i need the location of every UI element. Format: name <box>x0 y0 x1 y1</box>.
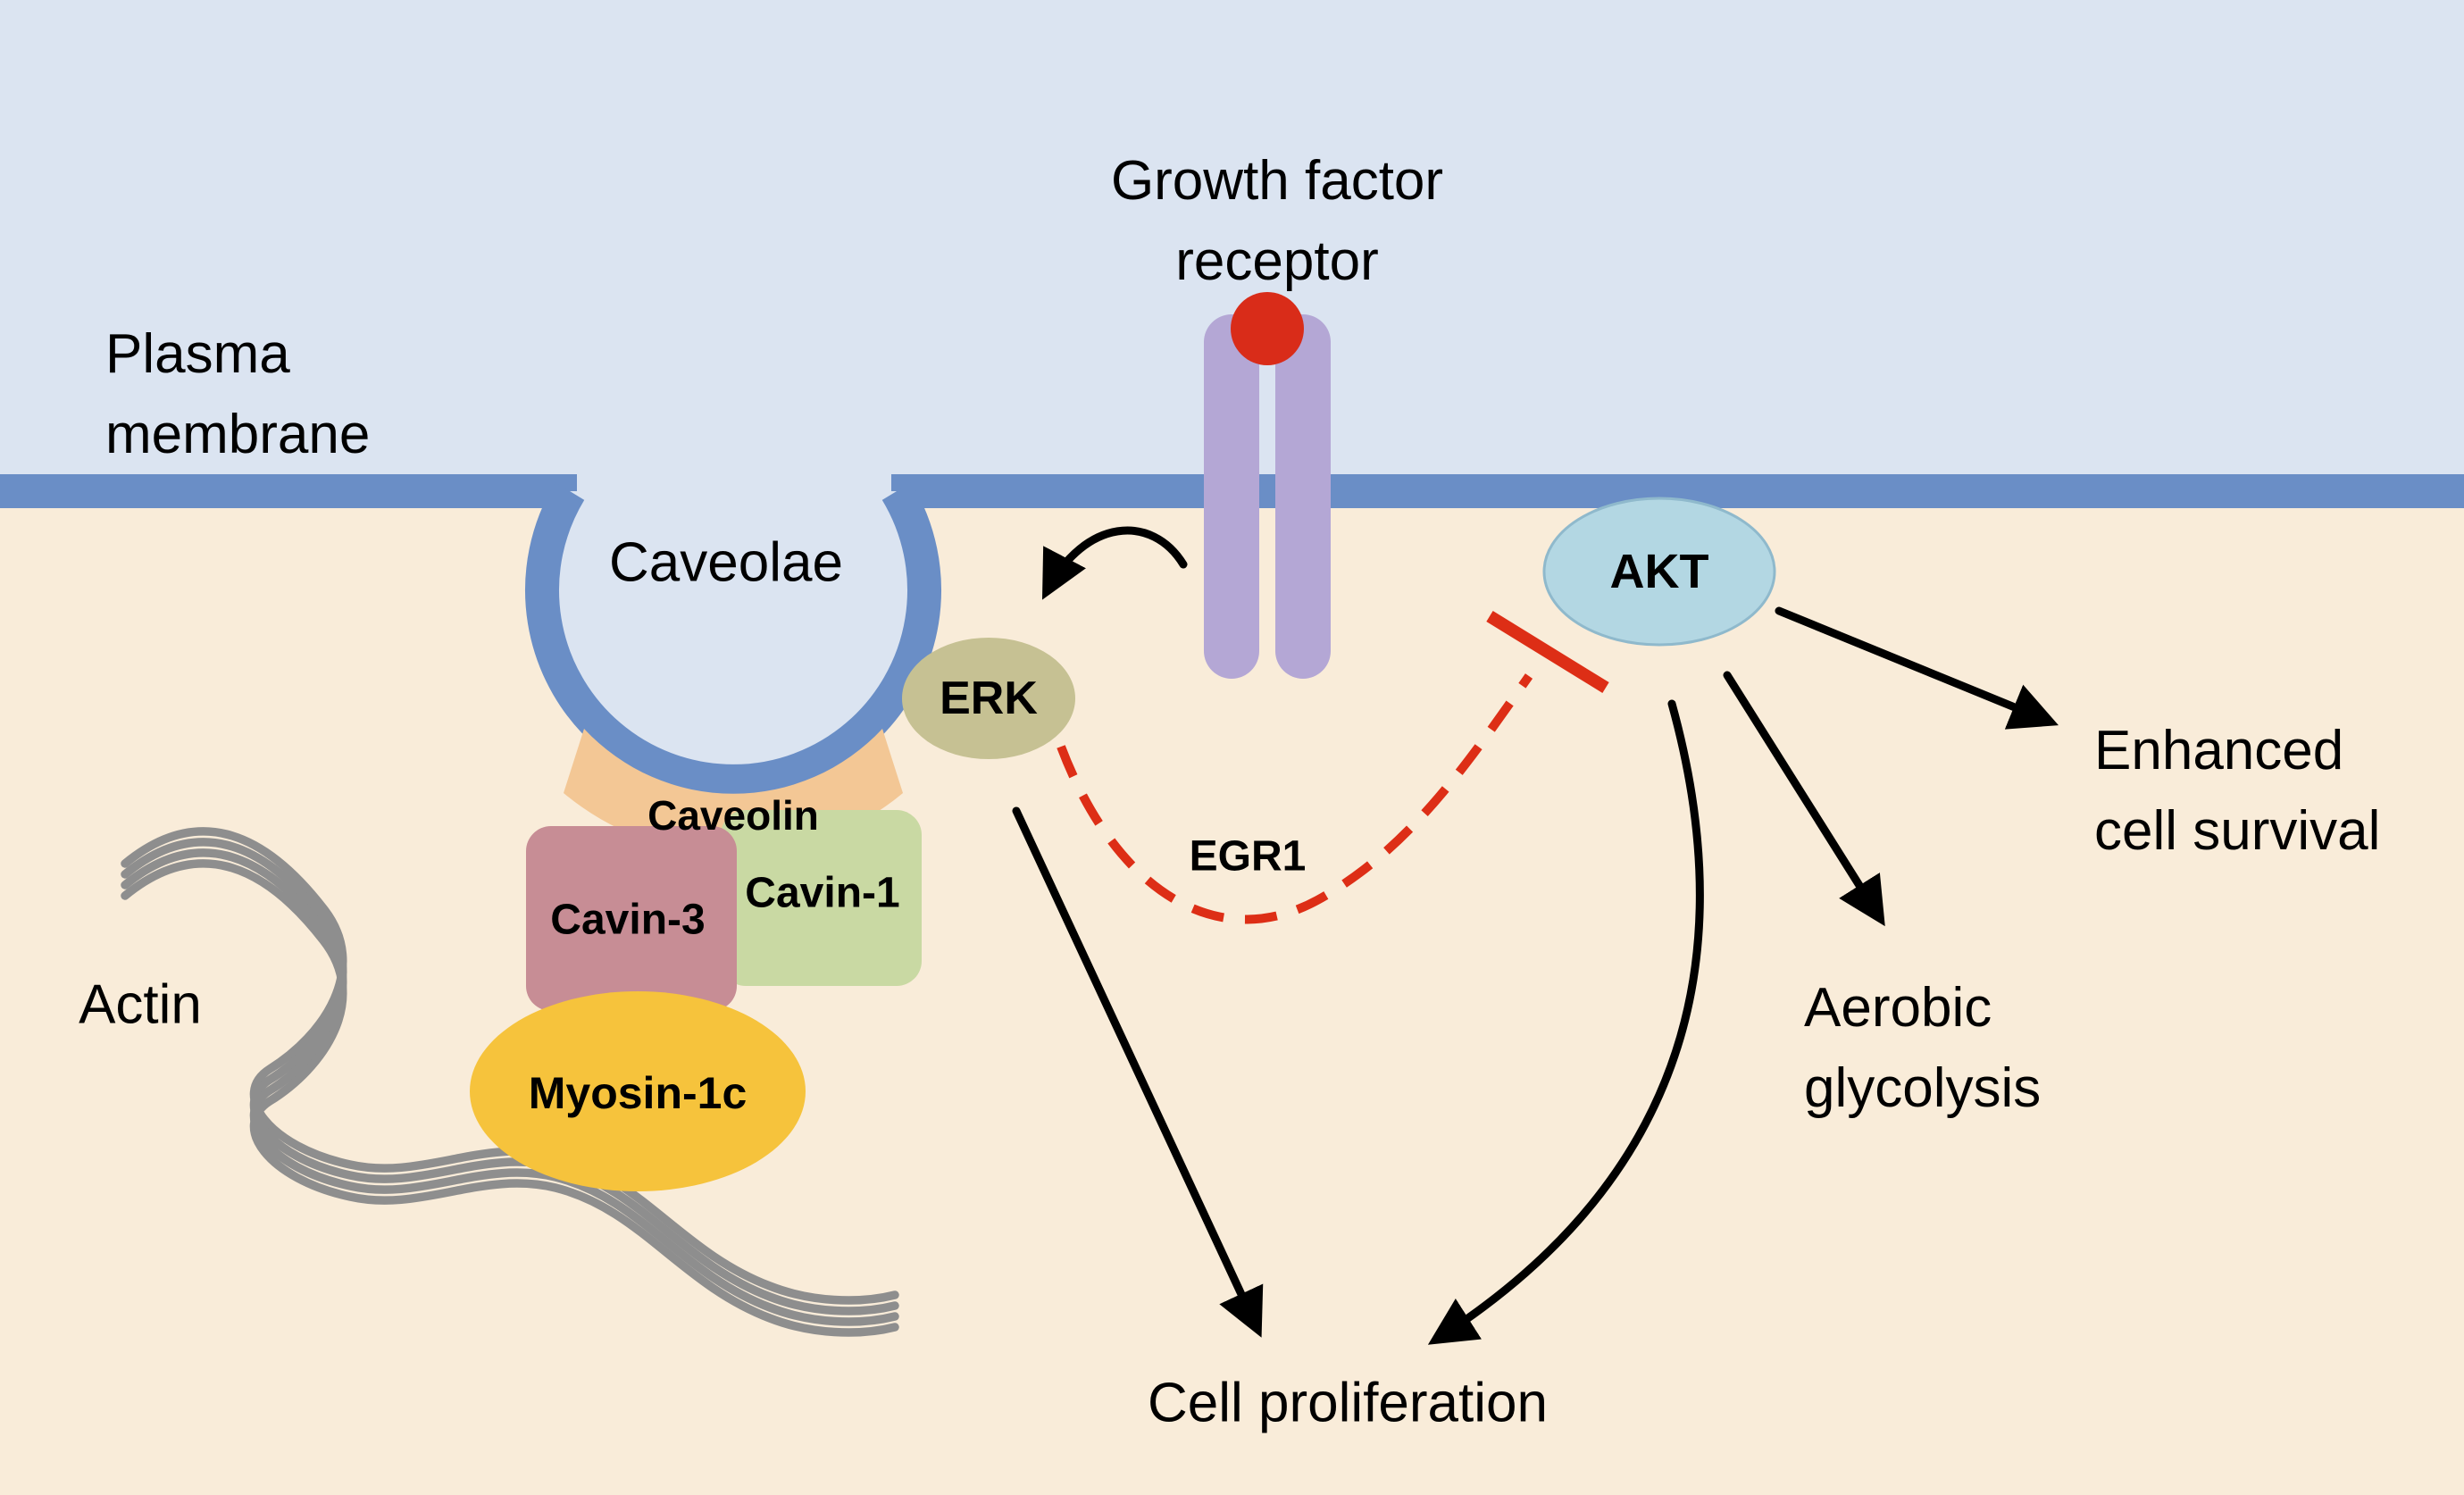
receptor-bar-left <box>1204 314 1259 679</box>
actin-strand <box>121 859 899 1337</box>
myosin1c-label: Myosin-1c <box>528 1068 748 1118</box>
akt-to-glycolysis-arrow <box>1723 671 1885 927</box>
erk-to-proliferation-arrow <box>1012 806 1264 1338</box>
plasma-membrane-line-2: membrane <box>105 404 371 465</box>
erk-label: ERK <box>940 672 1038 724</box>
akt-ellipse <box>1542 497 1776 647</box>
aerobic-glycolysis-line-1: Aerobic <box>1804 977 1992 1039</box>
akt-to-proliferation-arrow <box>1427 699 1704 1345</box>
plasma-membrane-line-1: Plasma <box>105 323 290 385</box>
actin-strand <box>121 827 899 1305</box>
plasma-membrane-label: Plasma membrane <box>105 314 370 475</box>
actin-strand <box>121 848 899 1326</box>
growth-factor-receptor-label: Growth factor receptor <box>1111 141 1443 302</box>
cavin3-box <box>526 826 737 1011</box>
receptor-to-erk-arrow <box>1041 526 1188 600</box>
caveolae-cup <box>525 482 941 798</box>
myosin1c-ellipse <box>470 991 806 1191</box>
egr1-inhibition-path <box>1057 673 1533 924</box>
akt-label: AKT <box>1609 545 1709 598</box>
aerobic-glycolysis-label: Aerobic glycolysis <box>1804 968 2041 1129</box>
enhanced-cell-survival-line-1: Enhanced <box>2094 720 2344 781</box>
akt-to-survival-arrow <box>1775 606 2059 730</box>
cell-proliferation-label: Cell proliferation <box>1148 1372 1548 1434</box>
plasma-membrane-band-left <box>0 474 577 508</box>
egr1-label: EGR1 <box>1189 832 1307 881</box>
cavin3-label: Cavin-3 <box>550 896 706 944</box>
aerobic-glycolysis-line-2: glycolysis <box>1804 1057 2042 1119</box>
growth-factor-ligand <box>1231 292 1304 365</box>
actin-strand <box>121 838 899 1315</box>
cavin1-box <box>721 810 922 986</box>
enhanced-cell-survival-line-2: cell survival <box>2094 800 2381 862</box>
cavin1-label: Cavin-1 <box>745 869 900 917</box>
caveolae-label: Caveolae <box>609 531 843 594</box>
receptor-bar-right <box>1275 314 1331 679</box>
actin-label: Actin <box>79 973 202 1036</box>
caveolin-label: Caveolin <box>647 792 819 839</box>
erk-ellipse <box>902 638 1075 759</box>
growth-factor-receptor-line-1: Growth factor <box>1110 150 1444 212</box>
egr1-inhibition-bar <box>1486 611 1609 693</box>
enhanced-cell-survival-label: Enhanced cell survival <box>2094 711 2380 872</box>
actin-filaments <box>121 827 899 1337</box>
growth-factor-receptor-shape <box>1204 292 1331 679</box>
growth-factor-receptor-line-2: receptor <box>1175 230 1379 292</box>
